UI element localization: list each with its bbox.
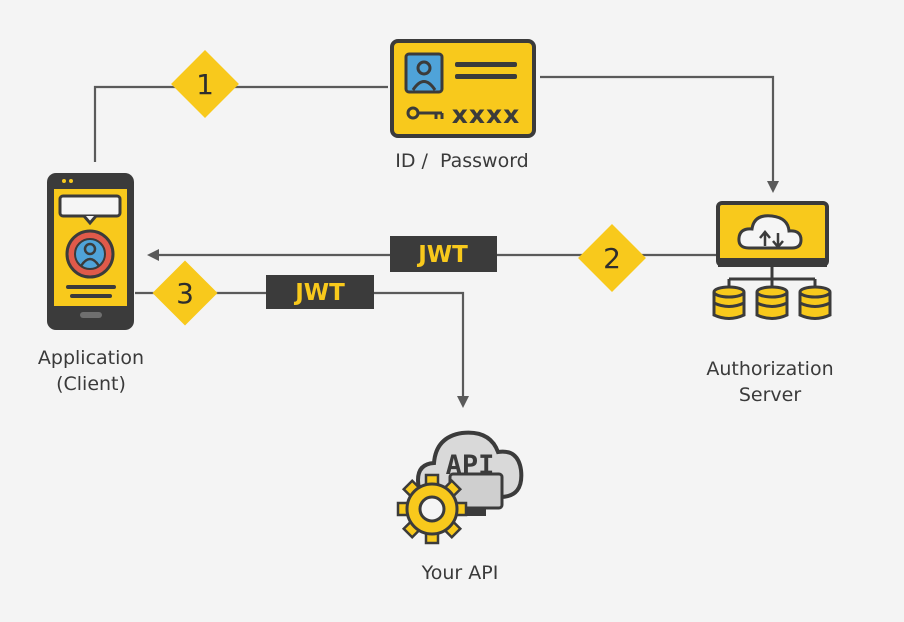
client-caption-line2: (Client) xyxy=(56,373,126,395)
client-caption: Application (Client) xyxy=(16,345,166,397)
connector-client-to-api xyxy=(135,291,469,408)
api-cloud-icon: API xyxy=(415,430,524,516)
key-icon xyxy=(406,106,444,120)
jwt-request-token: JWT xyxy=(266,275,374,309)
connector-credential-to-server xyxy=(540,75,779,193)
masked-password: xxxx xyxy=(452,100,521,129)
api-caption: Your API xyxy=(421,562,499,584)
server-connectors xyxy=(727,267,817,287)
auth-server-caption-line2: Server xyxy=(738,384,802,406)
smartphone-icon xyxy=(47,173,134,330)
jwt-return-label: JWT xyxy=(416,242,468,268)
step-2-number: 2 xyxy=(603,242,621,275)
step-2-badge: 2 xyxy=(578,224,646,292)
step-1-number: 1 xyxy=(196,68,214,101)
credential-caption: ID / Password xyxy=(395,150,529,172)
id-card-icon: xxxx xyxy=(390,39,536,138)
gear-icon xyxy=(396,473,468,545)
step-1-badge: 1 xyxy=(171,50,239,118)
step-3-number: 3 xyxy=(176,277,194,310)
step-3-badge: 3 xyxy=(152,260,218,326)
database-icon xyxy=(712,285,832,320)
connector-client-to-credential xyxy=(93,85,388,162)
user-photo-icon xyxy=(404,52,444,94)
jwt-return-token: JWT xyxy=(390,236,497,272)
auth-server-caption-line1: Authorization xyxy=(706,358,834,380)
auth-server-caption: Authorization Server xyxy=(690,356,850,408)
api-cloud-label: API xyxy=(446,450,495,481)
jwt-request-label: JWT xyxy=(293,280,345,306)
client-caption-line1: Application xyxy=(37,347,145,369)
cloud-monitor-icon xyxy=(716,201,829,267)
